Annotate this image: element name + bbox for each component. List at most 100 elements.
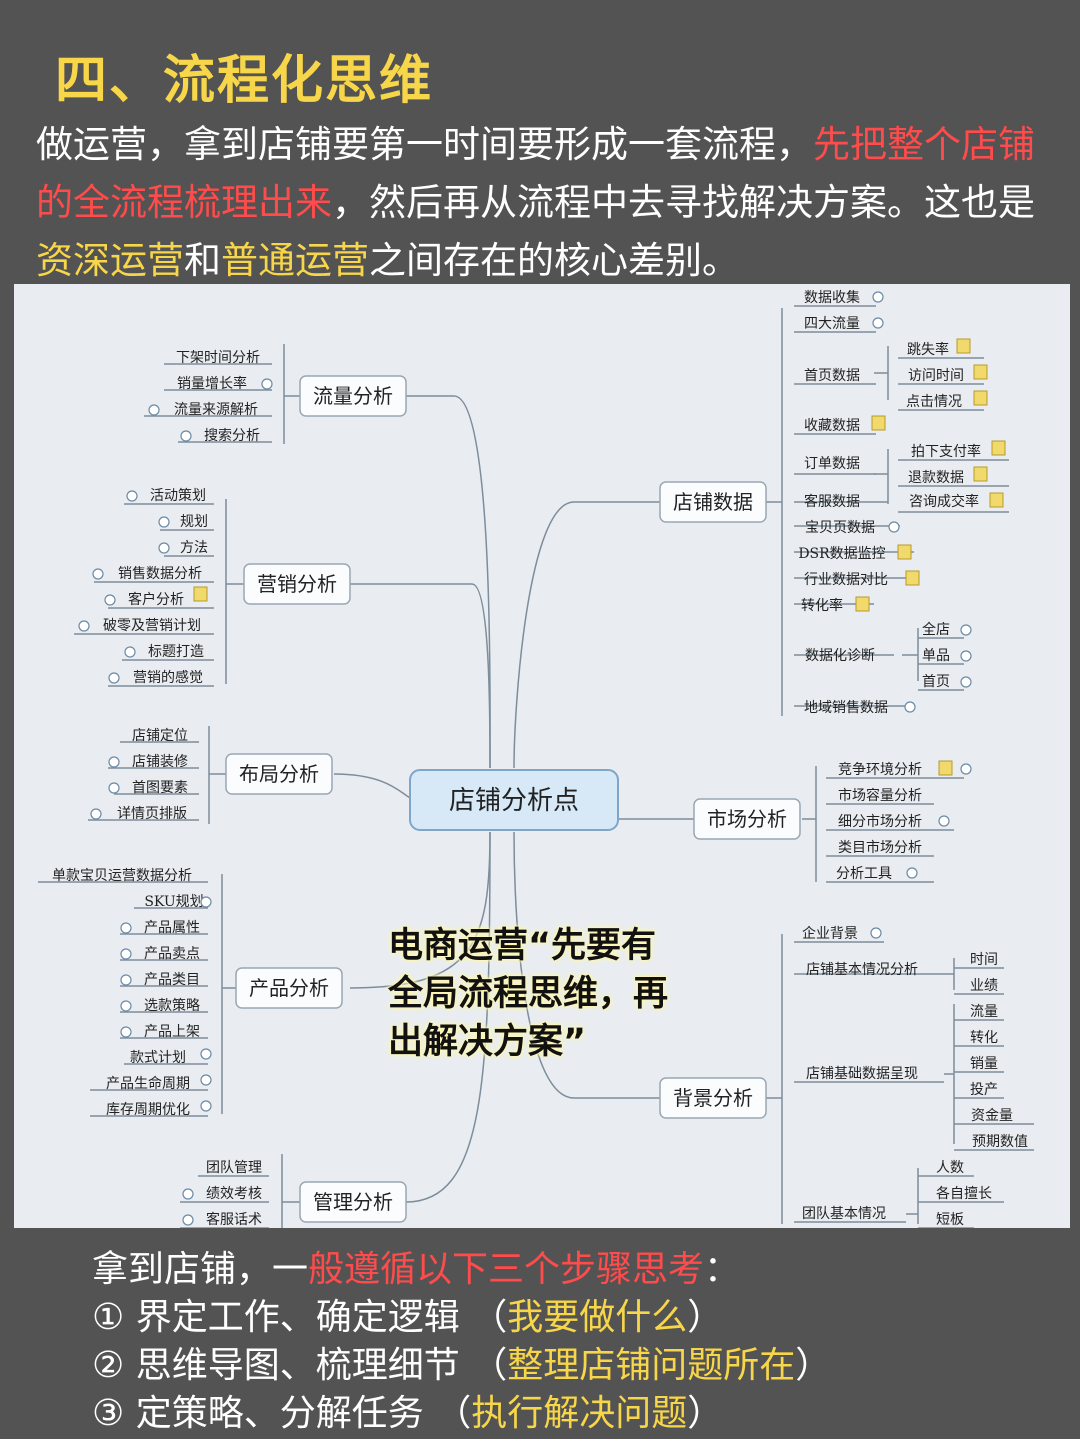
intro-text-2: ，然后再从流程中去寻找解决方案。这也是 [332, 181, 1035, 224]
callout-line-1: 电商运营“先要有 [388, 926, 657, 966]
step-text: 思维导图、梳理细节 [135, 1345, 460, 1386]
steps-lead: 拿到店铺，一般遵循以下三个步骤思考： [92, 1246, 831, 1294]
branch-traffic-label: 流量分析 [313, 384, 393, 408]
leaf: SKU规划 [144, 894, 203, 910]
leaf: 破零及营销计划 [103, 618, 201, 634]
callout-line-2: 全局流程思维，再 [388, 974, 669, 1014]
step-item-2: ② 思维导图、梳理细节 （整理店铺问题所在） [92, 1342, 831, 1390]
leaf: DSR数据监控 [798, 546, 885, 562]
leaf: 细分市场分析 [838, 813, 922, 830]
leaf: 点击情况 [906, 394, 962, 410]
leaf: 方法 [180, 540, 208, 556]
leaf: 单款宝贝运营数据分析 [52, 868, 192, 884]
leaf: 营销的感觉 [133, 669, 203, 686]
leaf: 客服话术 [206, 1211, 262, 1228]
leaf: 产品属性 [144, 920, 200, 936]
intro-highlight-normal: 普通运营 [221, 239, 369, 282]
leaf: 选款策略 [144, 997, 200, 1014]
center-node: 店铺分析点 [409, 769, 619, 831]
leaf: 投产 [970, 1082, 998, 1098]
intro-highlight-red: 先把整个店铺的全流程梳理出来 [36, 123, 1035, 224]
intro-text-end: 之间存在的核心差别。 [369, 239, 739, 282]
leaf: 市场容量分析 [838, 787, 922, 804]
leaf: 时间 [970, 952, 998, 968]
mindmap-diagram: 流量分析 营销分析 布局分析 产品分析 管理分析 店铺分析点 店铺数据 市场分析… [38, 289, 1034, 1228]
step-text: 定策略、分解任务 [135, 1393, 424, 1434]
step-number: ① [92, 1297, 125, 1338]
step-number: ② [92, 1345, 125, 1386]
steps-lead-colon: ： [704, 1249, 741, 1290]
step-hint: 整理店铺问题所在 [507, 1345, 796, 1386]
step-paren-open: （ [471, 1345, 508, 1386]
branch-layout-label: 布局分析 [239, 762, 319, 786]
callout-line-3: 出解决方案” [388, 1022, 587, 1062]
leaf: 跳失率 [907, 341, 949, 358]
branch-traffic: 流量分析 [299, 375, 407, 417]
leaf: 产品类目 [144, 972, 200, 988]
management-leaves: 团队管理 绩效考核 客服话术 [206, 1160, 262, 1228]
intro-paragraph: 做运营，拿到店铺要第一时间要形成一套流程，先把整个店铺的全流程梳理出来，然后再从… [36, 116, 1066, 290]
leaf: 访问时间 [908, 368, 964, 384]
leaf: 活动策划 [150, 487, 206, 504]
leaf: 退款数据 [908, 470, 964, 486]
leaf: 产品卖点 [144, 946, 200, 962]
leaf: 店铺定位 [132, 728, 188, 744]
leaf: 订单数据 [804, 456, 860, 472]
mindmap-panel: 流量分析 营销分析 布局分析 产品分析 管理分析 店铺分析点 店铺数据 市场分析… [14, 284, 1070, 1228]
center-node-label: 店铺分析点 [449, 786, 579, 816]
branch-background: 背景分析 [659, 1077, 767, 1119]
step-paren-open: （ [435, 1393, 472, 1434]
leaf: 短板 [936, 1212, 964, 1228]
leaf: 首页 [922, 674, 950, 690]
traffic-leaves: 下架时间分析 销量增长率 流量来源解析 搜索分析 [174, 350, 260, 444]
leaf: 客户分析 [128, 591, 184, 608]
branch-product: 产品分析 [235, 967, 343, 1009]
background-leaves: 企业背景 店铺基本情况分析 时间 业绩 店铺基础数据呈现 流量 转化 销量 投产… [802, 925, 1028, 1228]
step-number: ③ [92, 1393, 125, 1434]
step-paren-close: ） [687, 1393, 724, 1434]
leaf: 销售数据分析 [118, 566, 202, 582]
leaf: 库存周期优化 [106, 1102, 190, 1118]
expand-marker-icons [78, 291, 972, 1226]
leaf: 转化率 [801, 597, 843, 614]
leaf: 详情页排版 [117, 806, 187, 822]
callout-text: 电商运营“先要有 全局流程思维，再 出解决方案” [388, 922, 668, 1066]
branch-market: 市场分析 [693, 798, 801, 840]
leaf: 客服数据 [804, 493, 860, 510]
leaf: 销量增长率 [177, 375, 247, 392]
step-item-3: ③ 定策略、分解任务 （执行解决问题） [92, 1390, 831, 1438]
leaf: 人数 [936, 1160, 964, 1176]
branch-management: 管理分析 [299, 1181, 407, 1223]
leaf: 业绩 [970, 978, 998, 994]
leaf: 店铺装修 [132, 754, 188, 770]
layout-leaves: 店铺定位 店铺装修 首图要素 详情页排版 [117, 728, 188, 822]
step-paren-close: ） [687, 1297, 724, 1338]
leaf: 咨询成交率 [909, 493, 979, 510]
leaf: 分析工具 [836, 866, 892, 882]
leaf: 店铺基本情况分析 [806, 961, 918, 978]
leaf: 店铺基础数据呈现 [806, 1065, 918, 1082]
branch-marketing: 营销分析 [243, 563, 351, 605]
leaf: 转化 [970, 1030, 998, 1046]
leaf: 首页数据 [804, 368, 860, 384]
leaf: 流量 [970, 1004, 998, 1020]
leaf: 搜索分析 [204, 427, 260, 444]
leaf: 数据化诊断 [805, 648, 875, 664]
intro-highlight-senior: 资深运营 [36, 239, 184, 282]
steps-section: 拿到店铺，一般遵循以下三个步骤思考： ① 界定工作、确定逻辑 （我要做什么） ②… [92, 1246, 831, 1438]
step-paren-open: （ [471, 1297, 508, 1338]
leaf: 款式计划 [130, 1050, 186, 1066]
leaf: 类目市场分析 [838, 839, 922, 856]
leaf: 销量 [970, 1056, 998, 1072]
step-item-1: ① 界定工作、确定逻辑 （我要做什么） [92, 1294, 831, 1342]
leaf: 规划 [180, 514, 208, 530]
note-icons [193, 338, 1006, 776]
leaf: 资金量 [971, 1108, 1013, 1124]
leaf: 竞争环境分析 [838, 761, 922, 778]
leaf: 团队管理 [206, 1160, 262, 1176]
page-title: 四、流程化思维 [55, 51, 434, 111]
step-hint: 我要做什么 [507, 1297, 688, 1338]
leaf: 流量来源解析 [174, 402, 258, 418]
product-leaves: 单款宝贝运营数据分析 SKU规划 产品属性 产品卖点 产品类目 选款策略 产品上… [52, 868, 204, 1118]
leaf: 拍下支付率 [911, 443, 981, 460]
